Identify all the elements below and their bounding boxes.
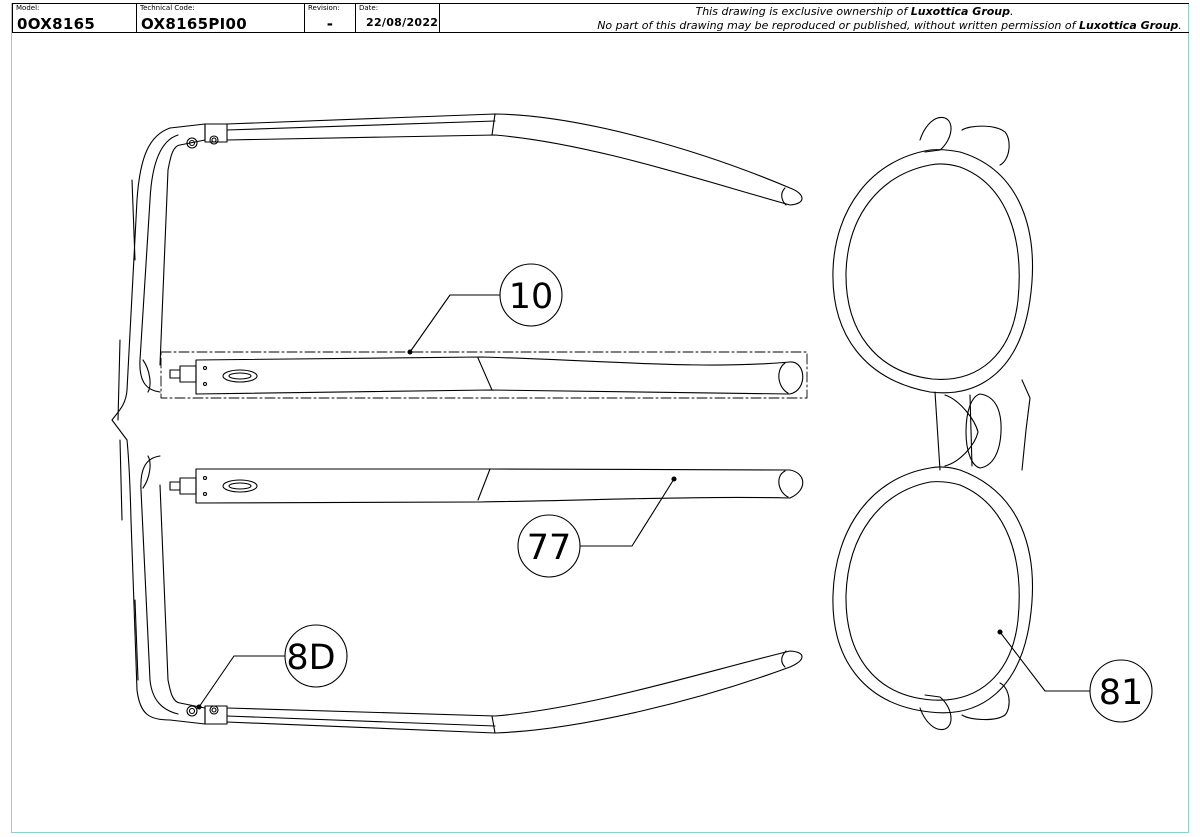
technical-code-label: Technical Code:: [140, 4, 195, 12]
notice-1-end: .: [1010, 5, 1014, 18]
callout-10: 10: [407, 263, 563, 355]
front-frame-top-view: [111, 123, 228, 725]
callout-81-label: 81: [1099, 673, 1144, 713]
upper-temple-top-view: [226, 113, 803, 206]
temple-side-view-77: [169, 468, 804, 504]
notice-1-owner: Luxottica Group: [910, 5, 1011, 18]
callout-81: 81: [997, 629, 1153, 723]
revision-cell: Revision: -: [305, 3, 356, 33]
notice-2-owner: Luxottica Group: [1079, 19, 1179, 32]
title-block: Model: 0OX8165 Technical Code: OX8165PI0…: [12, 3, 1189, 33]
temple-side-view-10: [160, 351, 808, 399]
ownership-notice-line-1: This drawing is exclusive ownership of L…: [440, 5, 1189, 18]
technical-code-value: OX8165PI00: [141, 15, 247, 33]
callout-77: 77: [517, 476, 677, 578]
callout-77-label: 77: [527, 528, 572, 568]
date-label: Date:: [359, 4, 379, 12]
notice-2-text: No part of this drawing may be reproduce…: [597, 19, 1080, 32]
model-cell: Model: 0OX8165: [12, 3, 137, 33]
callout-8d: 8D: [196, 624, 348, 710]
notice-2-end: .: [1178, 19, 1182, 32]
revision-label: Revision:: [308, 4, 340, 12]
callout-8d-label: 8D: [286, 638, 335, 678]
ownership-notice-line-2: No part of this drawing may be reproduce…: [440, 19, 1189, 32]
date-cell: Date: 22/08/2022: [356, 3, 440, 33]
date-value: 22/08/2022: [366, 16, 439, 29]
callout-10-label: 10: [509, 277, 554, 317]
ownership-notice: This drawing is exclusive ownership of L…: [440, 3, 1189, 33]
notice-1-text: This drawing is exclusive ownership of: [695, 5, 911, 18]
technical-code-cell: Technical Code: OX8165PI00: [137, 3, 305, 33]
front-view-round-frame: [832, 116, 1033, 731]
model-label: Model:: [16, 4, 40, 12]
revision-value: -: [326, 15, 334, 33]
model-value: 0OX8165: [17, 15, 96, 33]
lower-temple-top-view: [226, 650, 803, 734]
